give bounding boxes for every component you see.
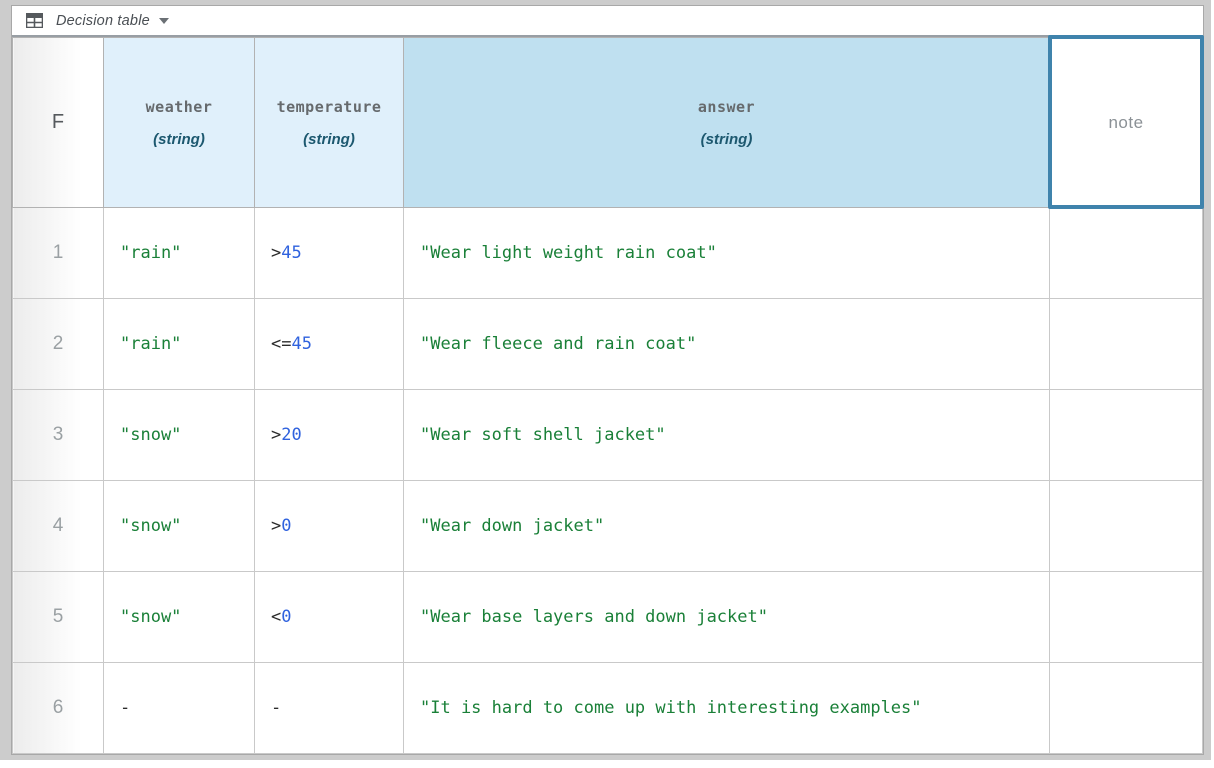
cell-answer[interactable]: "Wear fleece and rain coat" bbox=[403, 298, 1050, 390]
view-switcher[interactable]: Decision table bbox=[12, 6, 1203, 37]
cell-note[interactable] bbox=[1049, 662, 1203, 754]
cell-weather[interactable]: "rain" bbox=[103, 207, 255, 299]
column-type: (string) bbox=[303, 130, 355, 148]
cell-note[interactable] bbox=[1049, 571, 1203, 663]
hit-policy-cell[interactable]: F bbox=[12, 37, 104, 208]
table-row: 6 - - "It is hard to come up with intere… bbox=[12, 662, 1203, 754]
cell-weather[interactable]: "snow" bbox=[103, 480, 255, 572]
cell-answer[interactable]: "Wear down jacket" bbox=[403, 480, 1050, 572]
row-number[interactable]: 5 bbox=[12, 571, 104, 663]
table-row: 2 "rain" <=45 "Wear fleece and rain coat… bbox=[12, 298, 1203, 390]
cell-temperature[interactable]: <=45 bbox=[254, 298, 404, 390]
column-name: weather bbox=[145, 97, 213, 116]
column-name: note bbox=[1108, 112, 1144, 132]
cell-weather[interactable]: "snow" bbox=[103, 389, 255, 481]
cell-weather[interactable]: - bbox=[103, 662, 255, 754]
input-column-header-temperature[interactable]: temperature (string) bbox=[254, 37, 404, 208]
cell-answer[interactable]: "It is hard to come up with interesting … bbox=[403, 662, 1050, 754]
table-row: 1 "rain" >45 "Wear light weight rain coa… bbox=[12, 207, 1203, 299]
decision-table-panel: Decision table F weather (string) temper… bbox=[11, 5, 1204, 755]
column-name: temperature bbox=[276, 97, 382, 116]
column-type: (string) bbox=[700, 130, 753, 148]
cell-temperature[interactable]: >45 bbox=[254, 207, 404, 299]
chevron-down-icon bbox=[158, 17, 169, 24]
cell-temperature[interactable]: <0 bbox=[254, 571, 404, 663]
column-name: answer bbox=[697, 97, 756, 116]
cell-note[interactable] bbox=[1049, 389, 1203, 481]
row-number[interactable]: 4 bbox=[12, 480, 104, 572]
cell-note[interactable] bbox=[1049, 207, 1203, 299]
row-number[interactable]: 2 bbox=[12, 298, 104, 390]
output-column-header-answer[interactable]: answer (string) bbox=[403, 37, 1050, 208]
cell-temperature[interactable]: >20 bbox=[254, 389, 404, 481]
column-type: (string) bbox=[153, 130, 205, 148]
table-row: 4 "snow" >0 "Wear down jacket" bbox=[12, 480, 1203, 572]
table-row: 3 "snow" >20 "Wear soft shell jacket" bbox=[12, 389, 1203, 481]
cell-weather[interactable]: "snow" bbox=[103, 571, 255, 663]
cell-temperature[interactable]: - bbox=[254, 662, 404, 754]
row-number[interactable]: 6 bbox=[12, 662, 104, 754]
cell-answer[interactable]: "Wear soft shell jacket" bbox=[403, 389, 1050, 481]
cell-answer[interactable]: "Wear base layers and down jacket" bbox=[403, 571, 1050, 663]
row-number[interactable]: 3 bbox=[12, 389, 104, 481]
input-column-header-weather[interactable]: weather (string) bbox=[103, 37, 255, 208]
cell-note[interactable] bbox=[1049, 298, 1203, 390]
row-number[interactable]: 1 bbox=[12, 207, 104, 299]
view-switcher-label: Decision table bbox=[56, 12, 150, 29]
cell-temperature[interactable]: >0 bbox=[254, 480, 404, 572]
decision-table: F weather (string) temperature (string) bbox=[12, 35, 1204, 754]
cell-answer[interactable]: "Wear light weight rain coat" bbox=[403, 207, 1050, 299]
table-row: 5 "snow" <0 "Wear base layers and down j… bbox=[12, 571, 1203, 663]
cell-note[interactable] bbox=[1049, 480, 1203, 572]
annotation-column-header-note[interactable]: note bbox=[1048, 35, 1204, 209]
cell-weather[interactable]: "rain" bbox=[103, 298, 255, 390]
header-row: F weather (string) temperature (string) bbox=[12, 35, 1204, 209]
table-icon bbox=[26, 13, 43, 28]
